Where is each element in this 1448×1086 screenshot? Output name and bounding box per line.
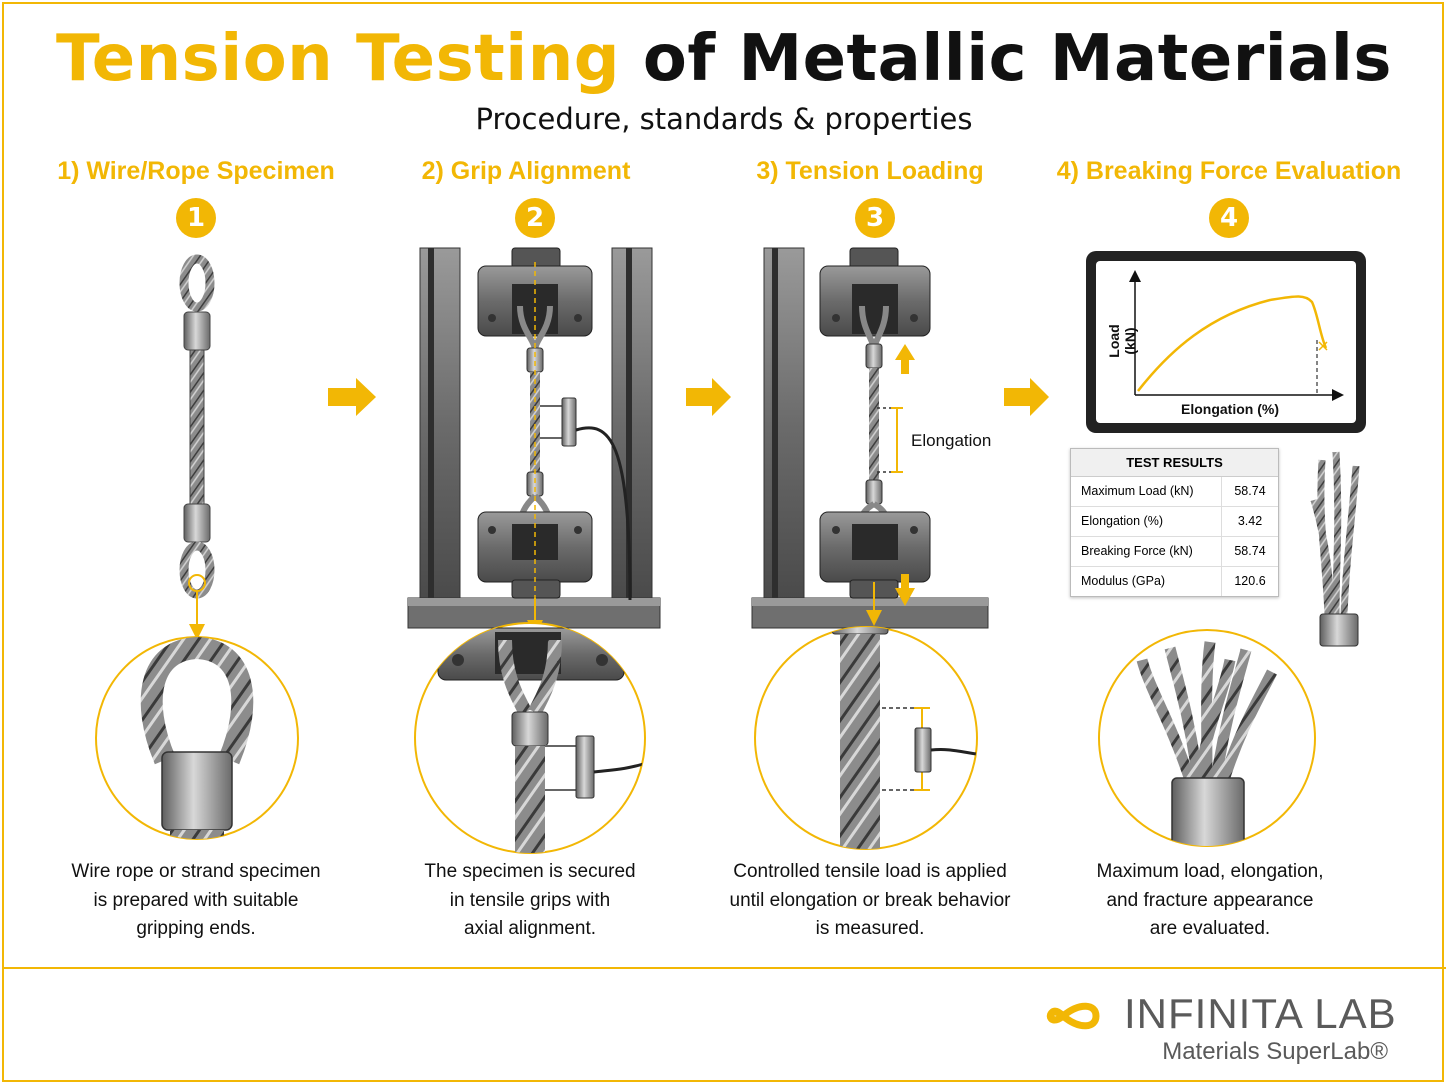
brand-tagline: Materials SuperLab®: [1162, 1038, 1388, 1065]
graph-x-axis-label: Elongation (%): [1181, 401, 1279, 417]
step-2-badge: 2: [515, 198, 555, 238]
step-4-zoom-detail: [1136, 641, 1277, 846]
test-frame-illustration: [407, 247, 661, 636]
step-1-title: 1) Wire/Rope Specimen: [57, 157, 335, 185]
page-subtitle: Procedure, standards & properties: [475, 102, 973, 136]
step-3-badge: 3: [855, 198, 895, 238]
caption-line: Controlled tensile load is applied: [733, 861, 1007, 882]
table-row: Breaking Force (kN) 58.74: [1071, 537, 1278, 567]
brand-logo: INFINITA LAB Materials SuperLab®: [1040, 990, 1400, 1070]
caption-line: axial alignment.: [463, 918, 597, 939]
step-4-caption: Maximum load, elongation, and fracture a…: [1045, 858, 1375, 944]
infinity-logo-icon: [1046, 1002, 1100, 1030]
result-value: 3.42: [1237, 514, 1263, 528]
title-rest: of Metallic Materials: [642, 22, 1392, 96]
step-4-title: 4) Breaking Force Evaluation: [1056, 157, 1402, 185]
step-1-caption: Wire rope or strand specimen is prepared…: [31, 858, 361, 944]
caption-line: is measured.: [815, 918, 925, 939]
step-3-title: 3) Tension Loading: [756, 157, 984, 185]
table-row: Modulus (GPa) 120.6: [1071, 567, 1278, 596]
flow-arrow-1: [328, 378, 376, 416]
flow-arrow-3: [1004, 378, 1049, 416]
result-label: Modulus (GPa): [1071, 567, 1222, 596]
caption-line: and fracture appearance: [1106, 889, 1314, 911]
step-4-badge: 4: [1209, 198, 1249, 238]
result-label: Elongation (%): [1071, 507, 1222, 536]
broken-rope-sample: [1310, 451, 1360, 647]
step-3-caption: Controlled tensile load is applied until…: [705, 858, 1035, 944]
page-title: Tension Testing of Metallic Materials: [0, 22, 1448, 96]
caption-line: Wire rope or strand specimen: [71, 861, 321, 882]
table-row: Maximum Load (kN) 58.74: [1071, 477, 1278, 507]
results-heading: TEST RESULTS: [1071, 449, 1278, 477]
result-label: Maximum Load (kN): [1071, 477, 1222, 506]
result-label: Breaking Force (kN): [1071, 537, 1222, 566]
caption-line: in tensile grips with: [449, 889, 611, 911]
graph-y-axis-label: Load (kN): [1106, 324, 1138, 358]
caption-line: are evaluated.: [1149, 918, 1271, 939]
step-2-title: 2) Grip Alignment: [421, 157, 631, 185]
footer-divider: [2, 967, 1446, 969]
table-row: Elongation (%) 3.42: [1071, 507, 1278, 537]
tension-loading-illustration: [751, 247, 989, 629]
step-1-badge: 1: [176, 198, 216, 238]
caption-line: The specimen is secured: [424, 861, 636, 882]
step-3-zoom-detail: [831, 627, 977, 849]
step-2-caption: The specimen is secured in tensile grips…: [365, 858, 695, 944]
result-value: 58.74: [1234, 484, 1266, 498]
caption-line: Maximum load, elongation,: [1096, 861, 1324, 882]
caption-line: until elongation or break behavior: [729, 889, 1011, 911]
step-1-zoom-detail: [140, 637, 254, 839]
result-value: 120.6: [1234, 574, 1266, 588]
test-results-table: TEST RESULTS Maximum Load (kN) 58.74 Elo…: [1070, 448, 1279, 597]
result-value: 58.74: [1234, 544, 1266, 558]
elongation-label: Elongation: [911, 431, 992, 450]
caption-line: gripping ends.: [136, 918, 256, 939]
load-elongation-graph: [1086, 251, 1366, 433]
caption-line: is prepared with suitable: [93, 889, 299, 911]
rope-specimen-illustration: [179, 254, 215, 640]
title-highlight: Tension Testing: [56, 22, 621, 96]
brand-name: INFINITA LAB: [1124, 990, 1397, 1037]
flow-arrow-2: [686, 378, 731, 416]
